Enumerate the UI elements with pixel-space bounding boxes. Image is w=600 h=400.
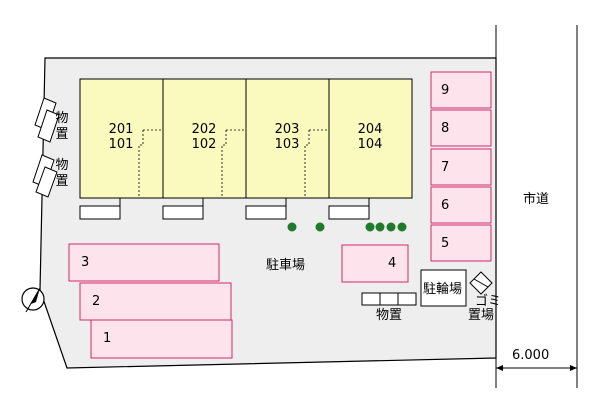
building-202-102	[162, 78, 249, 220]
buildings	[79, 78, 413, 220]
storage-left-2-char-1: 物	[55, 158, 69, 173]
parking-number-8: 8	[441, 121, 450, 136]
garbage-area	[469, 271, 493, 295]
unit-number-lower: 104	[357, 137, 383, 152]
storage-left-2-char-2: 置	[55, 174, 69, 189]
unit-number-upper: 204	[357, 122, 383, 137]
storage-bottom-label: 物置	[376, 308, 403, 323]
tree-icon	[315, 222, 325, 232]
parking-space-4	[341, 244, 409, 283]
parking-left	[68, 243, 233, 359]
parking-number-4: 4	[388, 256, 397, 271]
parking-number-9: 9	[441, 83, 450, 98]
garbage-label-1: ゴミ	[475, 294, 502, 309]
building-201-101	[79, 78, 166, 220]
tree-icon	[287, 222, 297, 232]
road-width-label: 6.000	[512, 348, 550, 363]
unit-number-upper: 202	[191, 122, 217, 137]
parking-space-6	[430, 186, 492, 224]
parking-number-7: 7	[441, 160, 450, 175]
dimension-arrow-right	[570, 365, 577, 371]
parking-space-3	[68, 243, 220, 282]
tree-icon	[397, 222, 407, 232]
unit-number-lower: 102	[191, 137, 217, 152]
building-203-103	[245, 78, 332, 220]
north-arrow-icon	[21, 287, 45, 313]
parking-number-6: 6	[441, 198, 450, 213]
unit-number-upper: 203	[274, 122, 300, 137]
garbage-label-2: 置場	[468, 308, 495, 323]
storage-left-1-char-2: 置	[55, 127, 69, 142]
unit-number-lower: 101	[108, 137, 134, 152]
storage-shed-bottom	[361, 292, 417, 306]
storage-left-1-char-1: 物	[55, 111, 69, 126]
parking-space-8	[430, 109, 492, 147]
parking-number-5: 5	[441, 236, 450, 251]
storage-shed-left	[32, 97, 60, 198]
dimension-arrow-left	[496, 365, 503, 371]
unit-number-lower: 103	[274, 137, 300, 152]
parking-space-5	[430, 224, 492, 262]
parking-space-9	[430, 71, 492, 109]
parking-space-2	[79, 282, 232, 321]
bicycle-parking-label: 駐輪場	[423, 282, 463, 297]
unit-number-upper: 201	[108, 122, 134, 137]
parking-lot-label: 駐車場	[266, 258, 306, 273]
parking-number-3: 3	[81, 255, 90, 270]
parking-right	[430, 71, 492, 262]
building-204-104	[328, 78, 413, 220]
bicycle-parking-box	[420, 269, 467, 307]
tree-icon	[386, 222, 396, 232]
tree-icon	[365, 222, 375, 232]
parking-space-7	[430, 148, 492, 186]
trees	[287, 222, 407, 232]
tree-icon	[375, 222, 385, 232]
parking-space-1	[90, 319, 233, 359]
city-road-label: 市道	[523, 192, 550, 207]
parking-number-2: 2	[92, 294, 101, 309]
parking-number-1: 1	[103, 331, 112, 346]
